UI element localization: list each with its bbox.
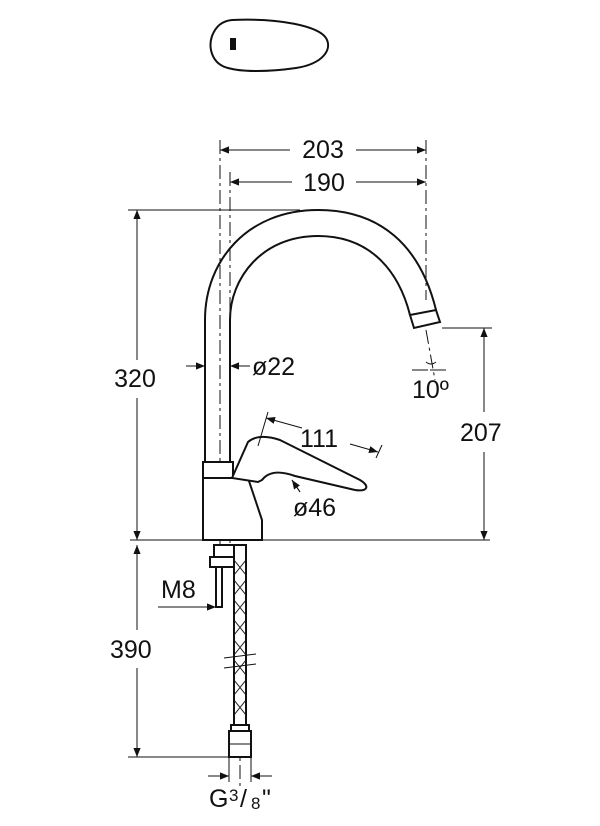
dim-overall-reach: 203 — [302, 136, 344, 164]
dim-hose-length: 390 — [110, 636, 152, 664]
dim-hose-connection: G — [209, 785, 228, 813]
handle-top-view — [209, 18, 329, 72]
dim-hose-inch-mark: " — [262, 785, 271, 813]
dim-spout-reach: 190 — [303, 169, 345, 197]
dim-hose-fraction-slash: / — [240, 785, 247, 813]
dim-fixing-thread: M8 — [161, 576, 196, 604]
dimension-labels: 203 190 320 ø22 10º 111 207 ø46 M8 390 G… — [110, 136, 502, 813]
dim-lever-length: 111 — [300, 425, 338, 453]
dim-outlet-height: 207 — [460, 419, 502, 447]
dim-hose-fraction-denominator: 8 — [251, 794, 260, 813]
dim-height: 320 — [114, 365, 156, 393]
faucet-body — [130, 208, 490, 758]
brand-mark-icon — [230, 38, 236, 50]
dim-spout-angle: 10º — [412, 376, 449, 404]
dim-base-diameter: ø46 — [293, 494, 336, 522]
dim-hose-fraction-numerator: 3 — [229, 786, 238, 805]
dimension-lines — [128, 146, 492, 782]
dim-tube-diameter: ø22 — [252, 353, 295, 381]
